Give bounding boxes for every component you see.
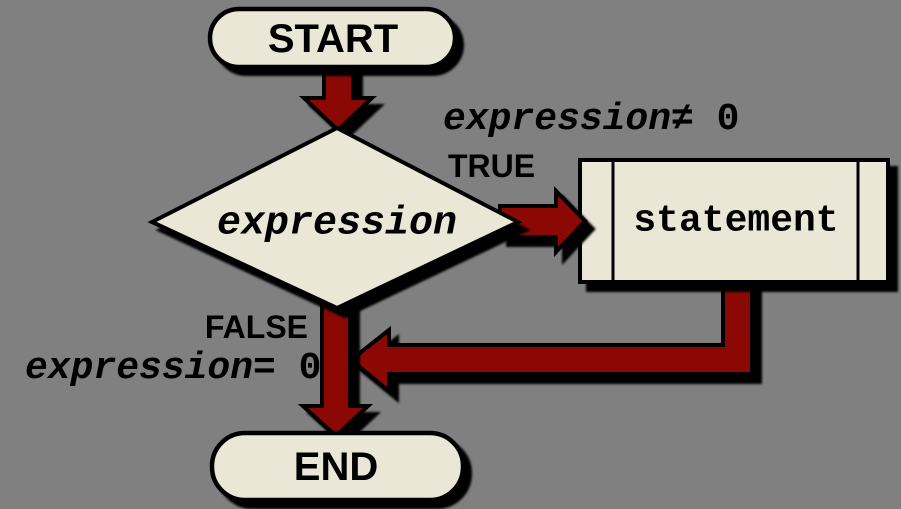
true-condition-label: expression≠ 0	[443, 98, 739, 141]
false-condition-label: expression= 0	[25, 347, 321, 390]
start-node	[207, 6, 464, 76]
statement-label: statement	[633, 200, 838, 243]
true-condition-op: ≠ 0	[671, 98, 739, 141]
statement-node	[578, 158, 898, 292]
true-condition-var: expression	[443, 98, 671, 141]
false-branch-label: FALSE	[205, 309, 308, 345]
true-branch-label: TRUE	[448, 148, 535, 184]
false-condition-op: = 0	[253, 347, 321, 390]
false-condition-var: expression	[25, 347, 253, 390]
start-label: START	[268, 17, 398, 61]
decision-node	[147, 125, 531, 319]
decision-label: expression	[217, 202, 457, 247]
end-label: END	[294, 445, 378, 489]
end-node	[209, 430, 472, 509]
